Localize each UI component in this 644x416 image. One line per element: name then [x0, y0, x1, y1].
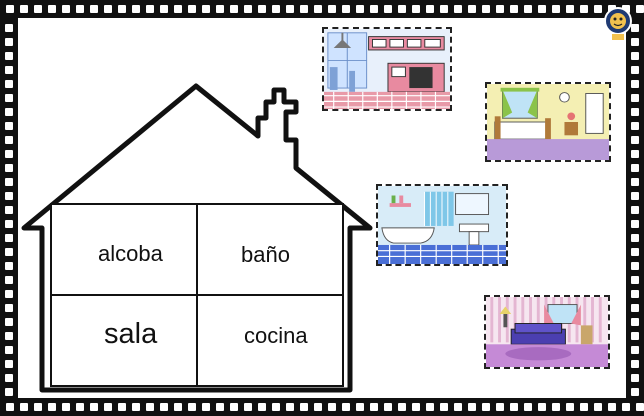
bedroom-picture-icon — [487, 84, 609, 160]
bathroom-picture-icon — [378, 186, 506, 264]
room-label-sala: sala — [104, 318, 158, 350]
bathroom-picture-card[interactable] — [376, 184, 508, 266]
kitchen-picture-card[interactable] — [322, 27, 452, 111]
room-label-alcoba: alcoba — [98, 241, 163, 266]
room-label-cocina: cocina — [244, 323, 308, 348]
living-room-picture-card[interactable] — [484, 295, 610, 369]
living-room-picture-icon — [486, 297, 608, 367]
bedroom-picture-card[interactable] — [485, 82, 611, 162]
room-label-bano: baño — [241, 242, 290, 267]
kitchen-picture-icon — [324, 29, 450, 109]
logo-badge-icon — [604, 7, 632, 40]
